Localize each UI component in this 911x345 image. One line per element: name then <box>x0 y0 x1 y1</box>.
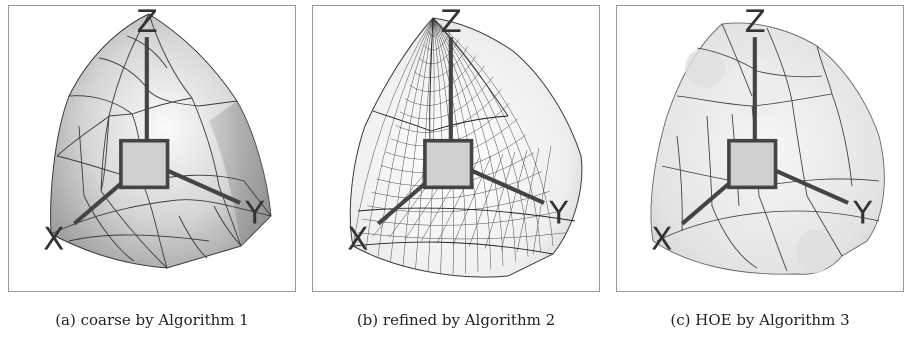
mesh-grid-line <box>390 17 434 262</box>
mesh-grid-line <box>414 46 468 79</box>
axis-z-label: Z <box>744 6 765 40</box>
figure-b-panel: Z Y X <box>312 5 600 292</box>
mesh-grid-line <box>484 151 516 249</box>
mesh-grid-line <box>432 17 529 257</box>
figure-a-panel: Z Y X <box>8 5 296 292</box>
mesh-grid-line <box>357 232 566 240</box>
mesh-grid-line <box>395 89 502 133</box>
axis-x-label: X <box>43 222 64 258</box>
mesh-grid-line <box>404 65 485 106</box>
mesh-grid-line <box>399 76 494 120</box>
mesh-grid-line <box>365 17 434 252</box>
mesh-grid-line <box>500 149 528 251</box>
axis-z-label: Z <box>136 6 157 40</box>
axis-triad-icon: Z Y X <box>651 6 873 258</box>
axis-y-label: Y <box>548 196 569 232</box>
mesh-grid-line <box>415 17 434 270</box>
mesh-grid-line <box>362 211 558 226</box>
mesh-grid-line <box>352 17 434 247</box>
mesh-grid-line <box>409 55 477 92</box>
axis-triad-icon: Z Y X <box>347 6 569 258</box>
figure-a-caption: (a) coarse by Algorithm 1 <box>55 311 249 329</box>
mesh-grid-line <box>432 17 541 252</box>
figure-c-panel: Z Y X <box>616 5 904 292</box>
mesh-grid-line <box>468 153 504 247</box>
mesh-grid-line <box>516 147 540 253</box>
mesh-grid-line <box>428 24 443 37</box>
axis-x-label: X <box>347 222 368 258</box>
mesh-grid-line <box>371 171 543 200</box>
axis-z-label: Z <box>440 6 461 40</box>
axis-y-label: Y <box>244 196 265 232</box>
axis-y-label: Y <box>852 196 873 232</box>
mesh-grid-line <box>432 17 554 247</box>
figure-b-caption: (b) refined by Algorithm 2 <box>356 311 556 329</box>
figure-c-caption: (c) HOE by Algorithm 3 <box>670 311 850 329</box>
axis-triad-icon: Z Y X <box>43 6 265 258</box>
mesh-grid-line <box>402 17 434 266</box>
axis-x-label: X <box>651 222 672 258</box>
mesh-grid-line <box>452 155 492 246</box>
